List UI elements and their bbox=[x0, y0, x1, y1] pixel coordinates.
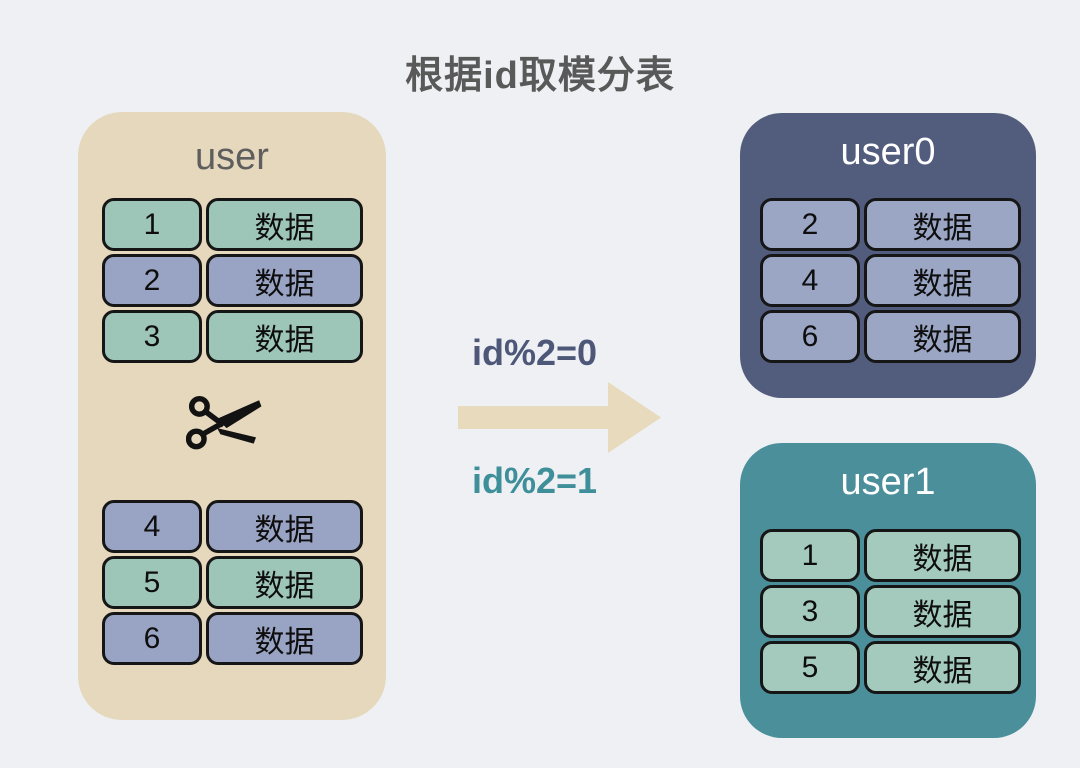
row-id-cell: 1 bbox=[102, 198, 202, 251]
table-row: 2 数据 bbox=[102, 254, 363, 307]
table-row: 2 数据 bbox=[760, 198, 1021, 251]
scissors-icon bbox=[186, 395, 262, 450]
table-row: 5 数据 bbox=[760, 641, 1021, 694]
row-value-cell: 数据 bbox=[864, 585, 1021, 638]
row-value-cell: 数据 bbox=[206, 500, 363, 553]
source-rows-bottom: 4 数据 5 数据 6 数据 bbox=[102, 500, 363, 665]
table-row: 6 数据 bbox=[102, 612, 363, 665]
row-id-cell: 6 bbox=[760, 310, 860, 363]
table-row: 1 数据 bbox=[102, 198, 363, 251]
row-id-cell: 2 bbox=[102, 254, 202, 307]
table-row: 4 数据 bbox=[102, 500, 363, 553]
row-value-cell: 数据 bbox=[206, 310, 363, 363]
row-id-cell: 2 bbox=[760, 198, 860, 251]
row-id-cell: 3 bbox=[102, 310, 202, 363]
row-id-cell: 5 bbox=[760, 641, 860, 694]
row-id-cell: 6 bbox=[102, 612, 202, 665]
source-rows-top: 1 数据 2 数据 3 数据 bbox=[102, 198, 363, 363]
row-id-cell: 3 bbox=[760, 585, 860, 638]
shard0-rows: 2 数据 4 数据 6 数据 bbox=[760, 198, 1021, 363]
table-row: 1 数据 bbox=[760, 529, 1021, 582]
table-row: 3 数据 bbox=[760, 585, 1021, 638]
row-value-cell: 数据 bbox=[864, 198, 1021, 251]
row-value-cell: 数据 bbox=[864, 529, 1021, 582]
source-table-name: user bbox=[195, 136, 269, 178]
row-id-cell: 4 bbox=[102, 500, 202, 553]
table-row: 4 数据 bbox=[760, 254, 1021, 307]
table-row: 6 数据 bbox=[760, 310, 1021, 363]
source-table-panel: user 1 数据 2 数据 3 数据 bbox=[78, 112, 386, 720]
table-row: 3 数据 bbox=[102, 310, 363, 363]
condition-even-label: id%2=0 bbox=[472, 332, 598, 373]
row-value-cell: 数据 bbox=[206, 556, 363, 609]
table-row: 5 数据 bbox=[102, 556, 363, 609]
row-value-cell: 数据 bbox=[206, 254, 363, 307]
diagram-title: 根据id取模分表 bbox=[405, 55, 675, 97]
shard1-rows: 1 数据 3 数据 5 数据 bbox=[760, 529, 1021, 694]
arrow-right-icon bbox=[458, 382, 661, 453]
row-id-cell: 5 bbox=[102, 556, 202, 609]
shard1-name: user1 bbox=[840, 461, 936, 503]
row-value-cell: 数据 bbox=[206, 198, 363, 251]
row-value-cell: 数据 bbox=[206, 612, 363, 665]
shard1-panel: user1 1 数据 3 数据 5 数据 bbox=[740, 443, 1036, 738]
condition-odd-label: id%2=1 bbox=[472, 460, 598, 501]
row-id-cell: 1 bbox=[760, 529, 860, 582]
shard0-name: user0 bbox=[840, 131, 936, 173]
shard0-panel: user0 2 数据 4 数据 6 数据 bbox=[740, 113, 1036, 398]
row-id-cell: 4 bbox=[760, 254, 860, 307]
row-value-cell: 数据 bbox=[864, 641, 1021, 694]
row-value-cell: 数据 bbox=[864, 254, 1021, 307]
row-value-cell: 数据 bbox=[864, 310, 1021, 363]
